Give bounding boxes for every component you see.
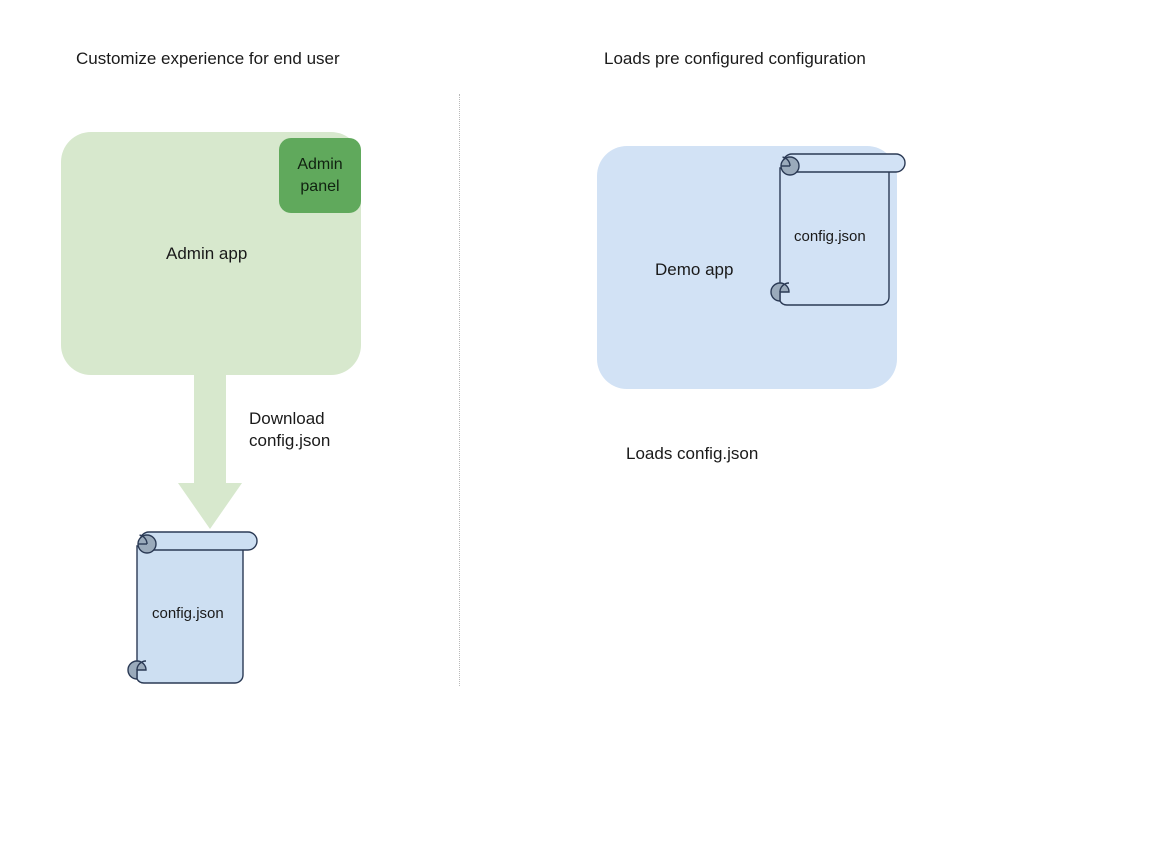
download-arrow-icon bbox=[178, 373, 242, 531]
admin-panel-text: Admin panel bbox=[297, 154, 342, 198]
demo-app-label: Demo app bbox=[655, 260, 734, 279]
admin-panel-line1: Admin bbox=[297, 155, 343, 173]
download-caption-line2: config.json bbox=[249, 431, 331, 450]
download-caption-line1: Download bbox=[249, 409, 325, 428]
admin-panel-chip[interactable]: Admin panel bbox=[279, 138, 361, 213]
left-section-title: Customize experience for end user bbox=[76, 49, 340, 68]
admin-app-label: Admin app bbox=[166, 244, 248, 263]
config-json-label-right: config.json bbox=[794, 228, 866, 245]
config-json-document-right[interactable] bbox=[762, 152, 914, 314]
config-json-label-left: config.json bbox=[152, 605, 224, 622]
config-json-document-left[interactable] bbox=[118, 528, 268, 696]
admin-panel-line2: panel bbox=[300, 177, 340, 195]
download-arrow-caption: Download config.json bbox=[249, 408, 330, 452]
section-divider bbox=[459, 94, 460, 686]
right-section-title: Loads pre configured configuration bbox=[604, 49, 866, 68]
loads-config-caption: Loads config.json bbox=[626, 444, 759, 463]
